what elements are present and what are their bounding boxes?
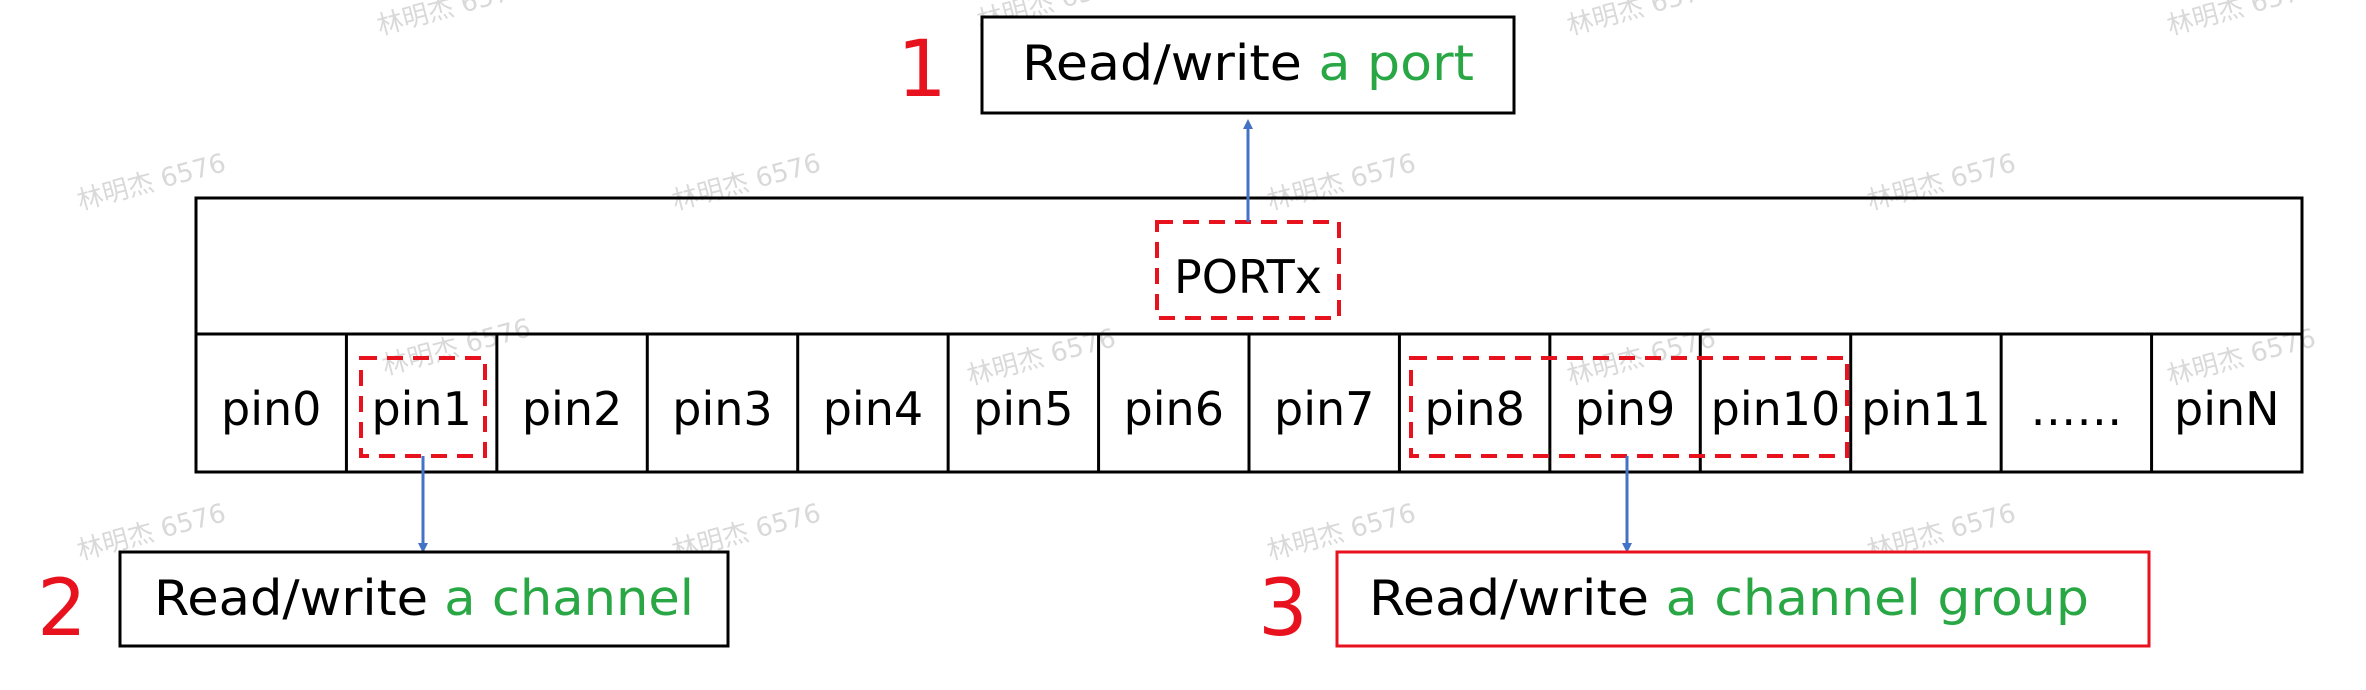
pin-label: pin11 [1861, 382, 1991, 436]
pin-label: pin2 [522, 382, 622, 436]
port-label: PORTx [1174, 250, 1322, 304]
callout-number-2: 2 [37, 564, 87, 654]
callout-text-channel: Read/write a channel [154, 570, 694, 627]
callout-text-port-black: Read/write [1022, 35, 1318, 92]
callout-text-channel-black: Read/write [154, 570, 444, 627]
pin-label: pin10 [1711, 382, 1841, 436]
watermark: 林明杰 6576 [374, 0, 529, 42]
watermark: 林明杰 6576 [1264, 148, 1419, 216]
watermark: 林明杰 6576 [379, 313, 534, 381]
callout-box-channel [118, 550, 730, 648]
callout-number-3: 3 [1258, 564, 1308, 654]
pin-label: pin5 [973, 382, 1073, 436]
pin-label: pin4 [823, 382, 923, 436]
callout-text-group: Read/write a channel group [1369, 570, 2089, 627]
callout-box-group [1335, 550, 2151, 648]
pin-group-highlight [1409, 356, 1849, 458]
pin-label: pin7 [1274, 382, 1374, 436]
pin-row: pin0 pin1 pin2 pin3 pin4 pin5 pin6 pin7 pin8 pin9… [221, 334, 2280, 472]
pin-label: …… [2030, 382, 2122, 436]
callout-text-channel-green: a channel [444, 570, 694, 627]
watermark: 林明杰 6576 [1564, 0, 1719, 42]
pin-label: pin6 [1124, 382, 1224, 436]
watermark: 林明杰 6576 [74, 148, 229, 216]
pin-label: pinN [2174, 382, 2280, 436]
callout-text-group-green: a channel group [1666, 570, 2089, 627]
pin1-highlight [359, 356, 487, 458]
pin-label: pin9 [1575, 382, 1675, 436]
callout-text-port-green: a port [1318, 35, 1474, 92]
watermark: 林明杰 6576 [1864, 148, 2019, 216]
watermark: 林明杰 6576 [2164, 0, 2319, 42]
callout-number-1: 1 [897, 25, 947, 115]
callout-box-port [980, 15, 1516, 115]
pin-label: pin3 [672, 382, 772, 436]
pin-label: pin1 [371, 382, 471, 436]
pin-label: pin8 [1424, 382, 1524, 436]
callout-text-port: Read/write a port [1022, 35, 1474, 92]
callout-text-group-black: Read/write [1369, 570, 1666, 627]
pin-label: pin0 [221, 382, 321, 436]
watermark: 林明杰 6576 [669, 148, 824, 216]
